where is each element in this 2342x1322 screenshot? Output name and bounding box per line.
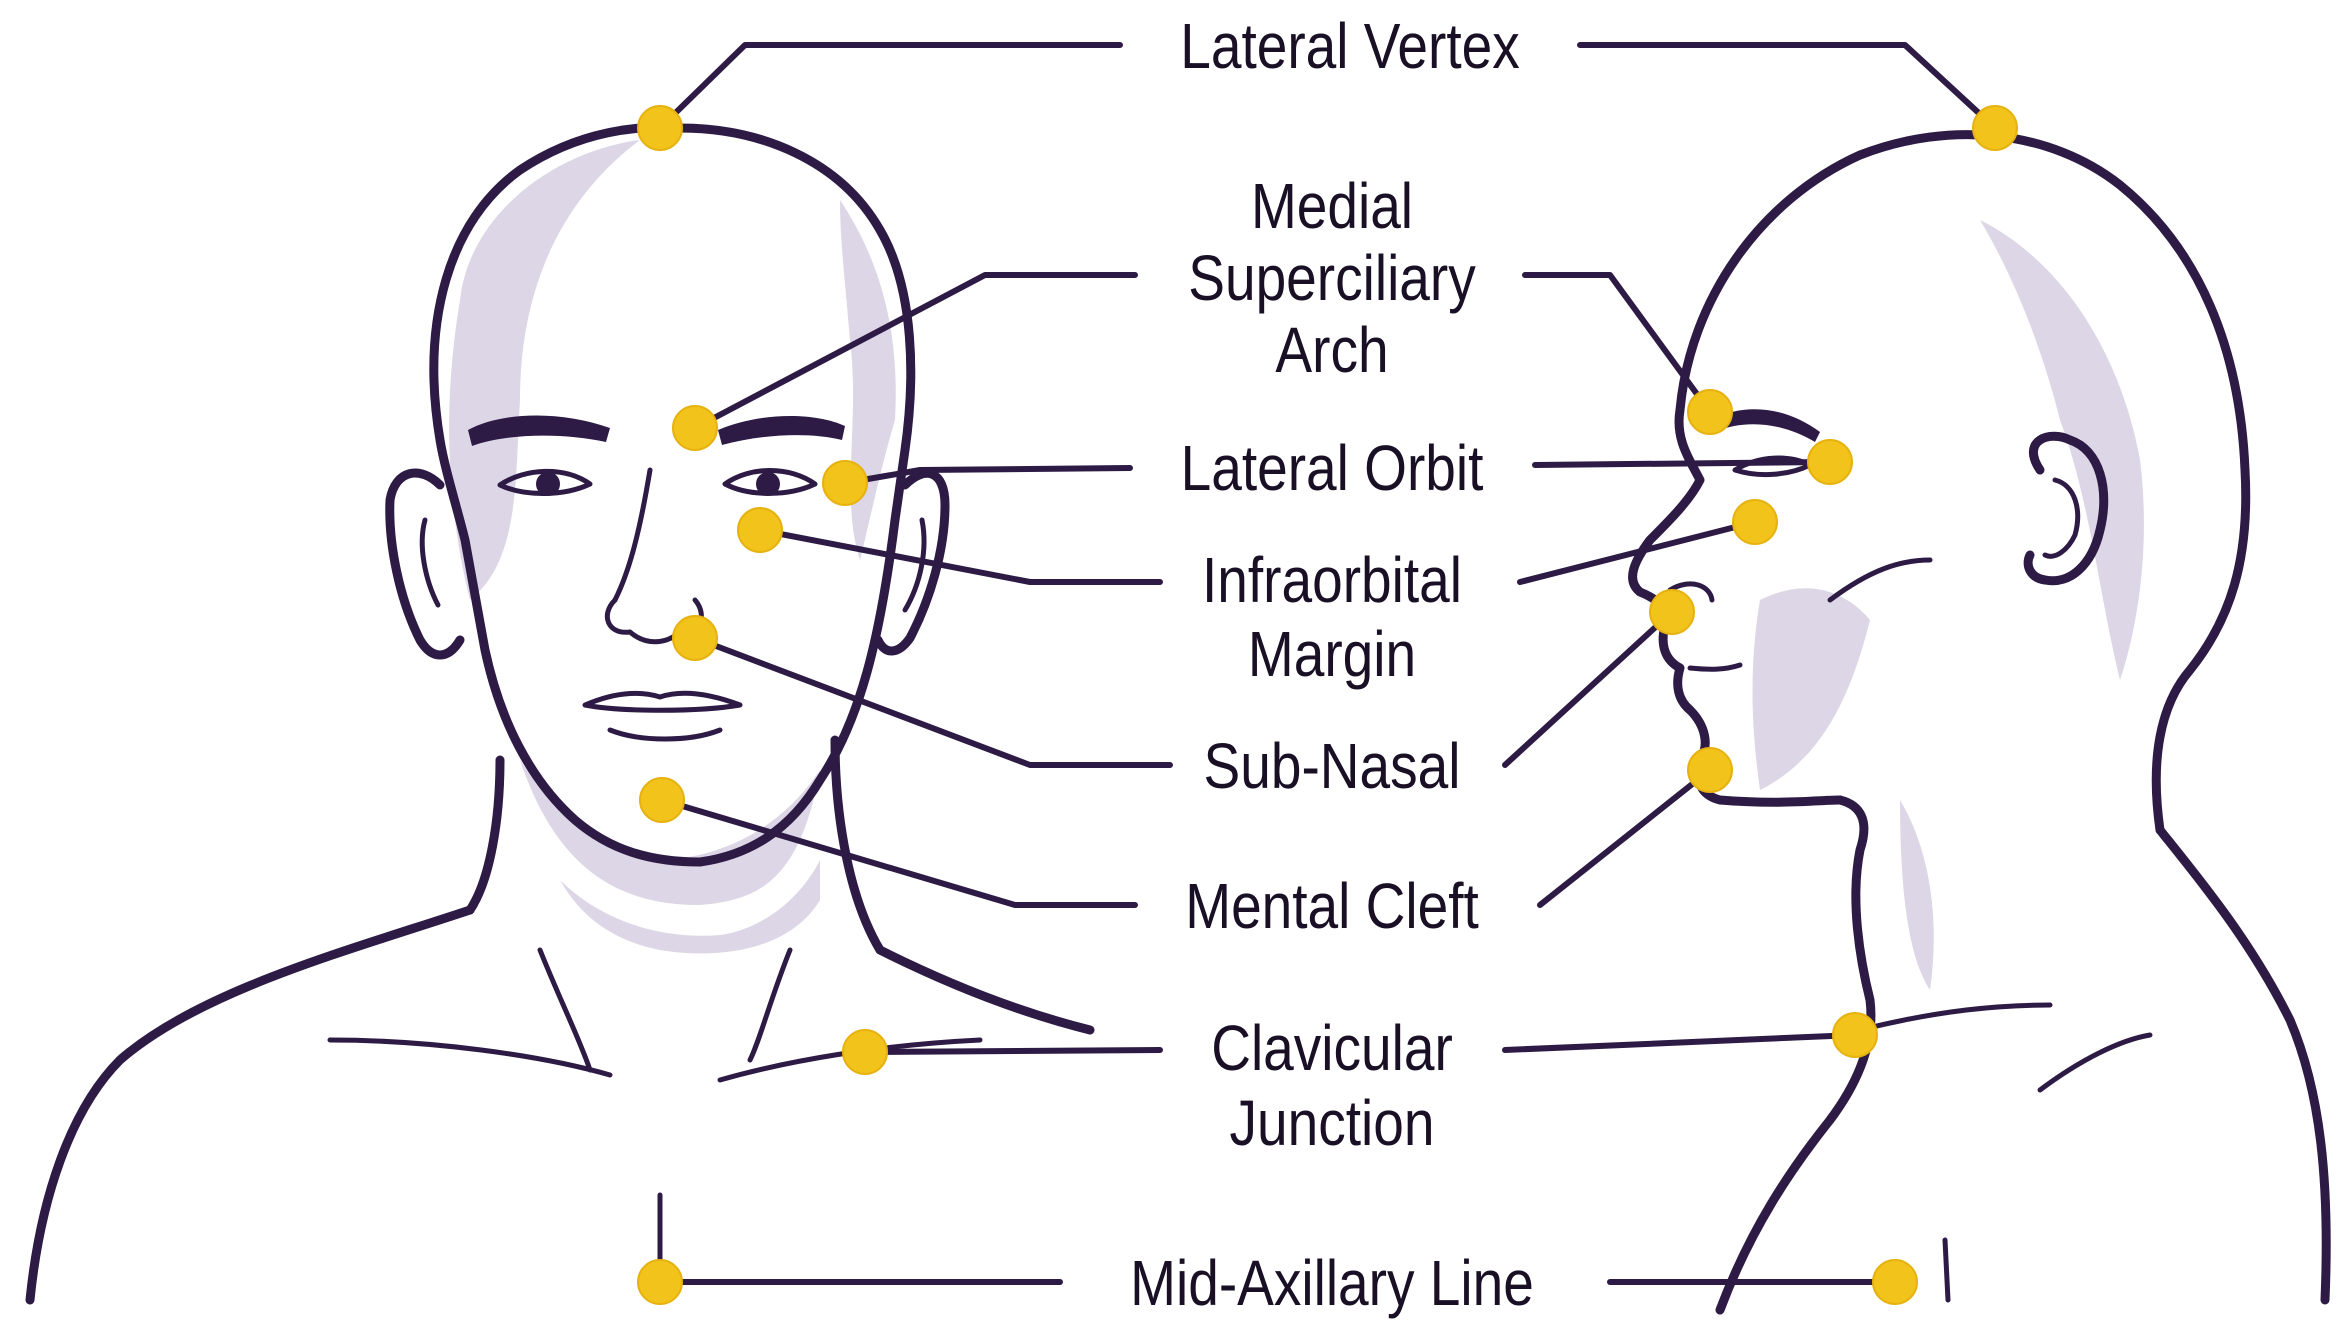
leader-mental-cleft-right (1540, 770, 1710, 905)
leader-lateral-orbit-right (1535, 462, 1830, 465)
front-right-eyebrow (718, 416, 845, 445)
label-medial-superciliary-line3: Arch (1275, 314, 1388, 386)
front-clavicle-left (330, 1040, 610, 1075)
marker-infraorbital-side (1733, 500, 1777, 544)
marker-superciliary-front (673, 406, 717, 450)
label-lateral-vertex: Lateral Vertex (1180, 10, 1520, 82)
marker-sub-nasal-side (1650, 590, 1694, 634)
front-left-ear-inner (422, 520, 438, 605)
marker-sub-nasal-front (673, 616, 717, 660)
front-sternocleido-left (540, 950, 590, 1070)
front-right-ear-inner (905, 520, 924, 610)
front-sternocleido-right (750, 950, 790, 1060)
front-right-pupil (756, 472, 780, 496)
marker-lateral-vertex-side (1973, 106, 2017, 150)
leader-lateral-vertex-right (1580, 45, 1995, 128)
side-cheek-shade (1753, 588, 1871, 790)
front-lower-lip (610, 730, 720, 739)
marker-mid-axillary-side (1873, 1260, 1917, 1304)
label-medial-superciliary-line2: Superciliary (1188, 242, 1476, 314)
label-medial-superciliary-line1: Medial (1251, 170, 1413, 242)
leader-lateral-vertex-left (660, 45, 1120, 128)
label-infraorbital-line1: Infraorbital (1202, 544, 1462, 616)
side-cheek-line (1830, 560, 1930, 600)
marker-superciliary-side (1688, 390, 1732, 434)
labels: Lateral Vertex Medial Superciliary Arch … (1130, 10, 1534, 1319)
side-clavicle (1860, 1005, 2050, 1030)
front-nose-bridge (615, 470, 650, 600)
front-shoulder-right (880, 950, 1090, 1030)
leader-superciliary-left (695, 275, 1135, 428)
leader-infraorbital-left (760, 530, 1160, 582)
front-left-pupil (536, 472, 560, 496)
side-view-head (1633, 135, 2327, 1310)
side-shoulder-line (2040, 1035, 2150, 1090)
side-head-shade (1980, 220, 2144, 680)
front-neck-left (470, 760, 500, 910)
side-neck-shade (1900, 800, 1934, 990)
side-ear-inner (2045, 480, 2078, 556)
marker-mental-cleft-front (640, 778, 684, 822)
label-mental-cleft: Mental Cleft (1185, 870, 1479, 942)
label-infraorbital-line2: Margin (1248, 618, 1416, 690)
leader-sub-nasal-left (695, 638, 1170, 765)
marker-clavicular-side (1833, 1013, 1877, 1057)
marker-clavicular-front (843, 1030, 887, 1074)
marker-mid-axillary-front (638, 1260, 682, 1304)
leader-infraorbital-right (1520, 522, 1755, 582)
marker-mental-cleft-side (1688, 748, 1732, 792)
label-lateral-orbit: Lateral Orbit (1181, 432, 1484, 504)
marker-lateral-orbit-side (1808, 440, 1852, 484)
label-mid-axillary-line: Mid-Axillary Line (1130, 1247, 1534, 1319)
leader-sub-nasal-right (1505, 612, 1672, 765)
side-mouth (1690, 665, 1740, 669)
label-sub-nasal: Sub-Nasal (1204, 730, 1461, 802)
label-clavicular-line2: Junction (1230, 1087, 1435, 1159)
leader-clavicular-left (865, 1050, 1160, 1052)
label-clavicular-line1: Clavicular (1211, 1012, 1453, 1084)
side-armpit-line (1945, 1240, 1948, 1300)
leader-lateral-orbit-left (845, 468, 1130, 483)
marker-lateral-orbit-front (823, 461, 867, 505)
front-mouth (585, 693, 740, 710)
leader-clavicular-right (1505, 1035, 1855, 1050)
marker-infraorbital-front (738, 508, 782, 552)
side-back-shoulder (2160, 830, 2326, 1300)
front-shoulder-left (30, 910, 470, 1300)
front-neck-right (835, 740, 880, 950)
marker-lateral-vertex-front (638, 106, 682, 150)
